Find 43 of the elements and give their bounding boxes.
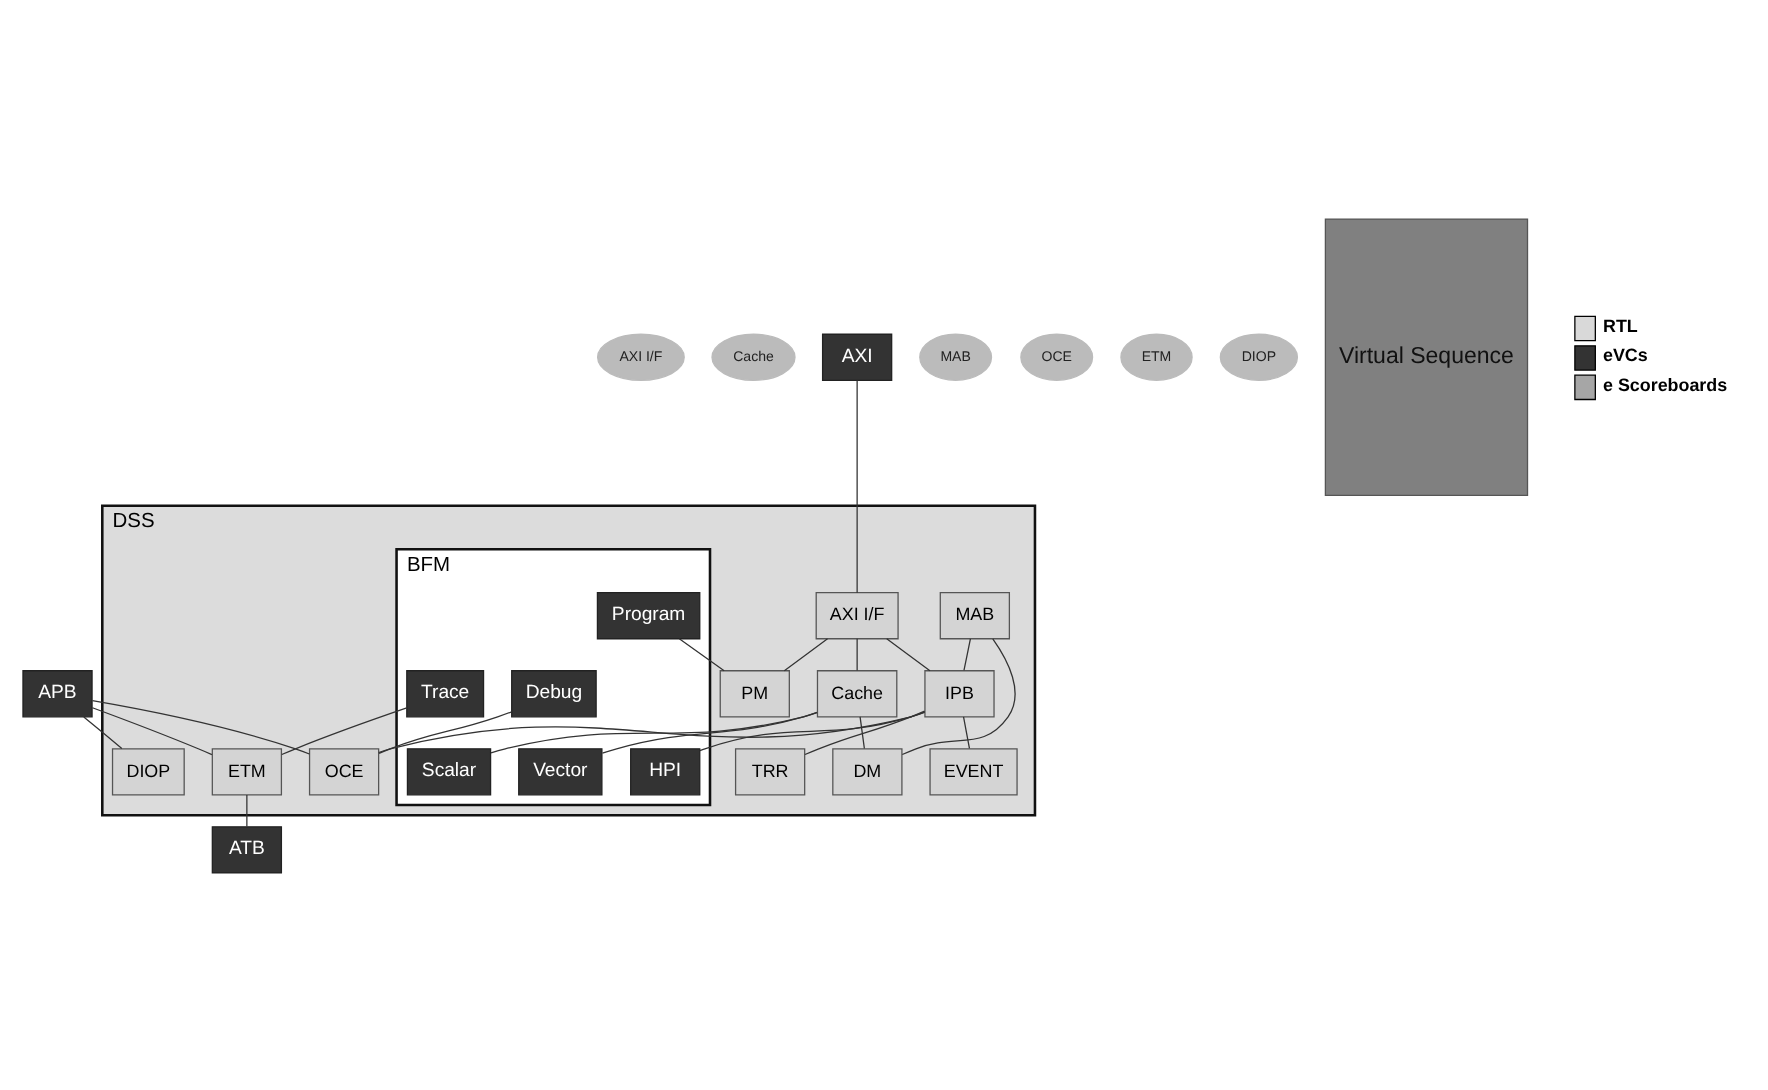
- connector: [91, 706, 213, 755]
- node-box: DIOP: [111, 747, 185, 795]
- connector: [378, 710, 926, 753]
- legend-label: e Scoreboards: [1603, 373, 1728, 394]
- connector: [963, 637, 972, 671]
- node-box: DM: [832, 747, 903, 795]
- connector: [246, 793, 248, 827]
- node-box: Cache: [816, 669, 898, 717]
- connector: [856, 378, 858, 593]
- node-box: Scalar: [406, 747, 492, 795]
- node-box: TRR: [734, 747, 806, 795]
- connector: [859, 715, 865, 749]
- node-box: Program: [596, 591, 701, 639]
- node-box: Debug: [511, 669, 597, 717]
- connector: [281, 706, 408, 755]
- connector: [91, 699, 310, 754]
- connector: [83, 715, 123, 749]
- node-box: EVENT: [929, 747, 1018, 795]
- connector: [378, 710, 513, 753]
- connector: [804, 709, 926, 755]
- connector: [962, 715, 971, 749]
- node-box: HPI: [630, 747, 701, 795]
- connector: [856, 637, 858, 671]
- legend-label: eVCs: [1603, 344, 1648, 365]
- legend-label: RTL: [1603, 314, 1638, 335]
- node-box: OCE: [308, 747, 380, 795]
- connector: [783, 637, 829, 671]
- node-box: MAB: [939, 591, 1010, 639]
- connector: [678, 637, 725, 671]
- connector: [699, 710, 926, 751]
- node-box: Virtual Sequence: [1324, 217, 1529, 496]
- node-box: ATB: [211, 825, 283, 873]
- connector: [901, 637, 1016, 755]
- connector: [490, 711, 818, 753]
- node-box: AXI I/F: [815, 591, 899, 639]
- node-box: ETM: [211, 747, 283, 795]
- node-box: PM: [719, 669, 790, 717]
- connector: [886, 637, 931, 671]
- node-box: IPB: [924, 669, 995, 717]
- node-box: Trace: [406, 669, 485, 717]
- node-box: Vector: [518, 747, 603, 795]
- node-box: AXI: [821, 332, 893, 380]
- node-box: APB: [22, 669, 93, 717]
